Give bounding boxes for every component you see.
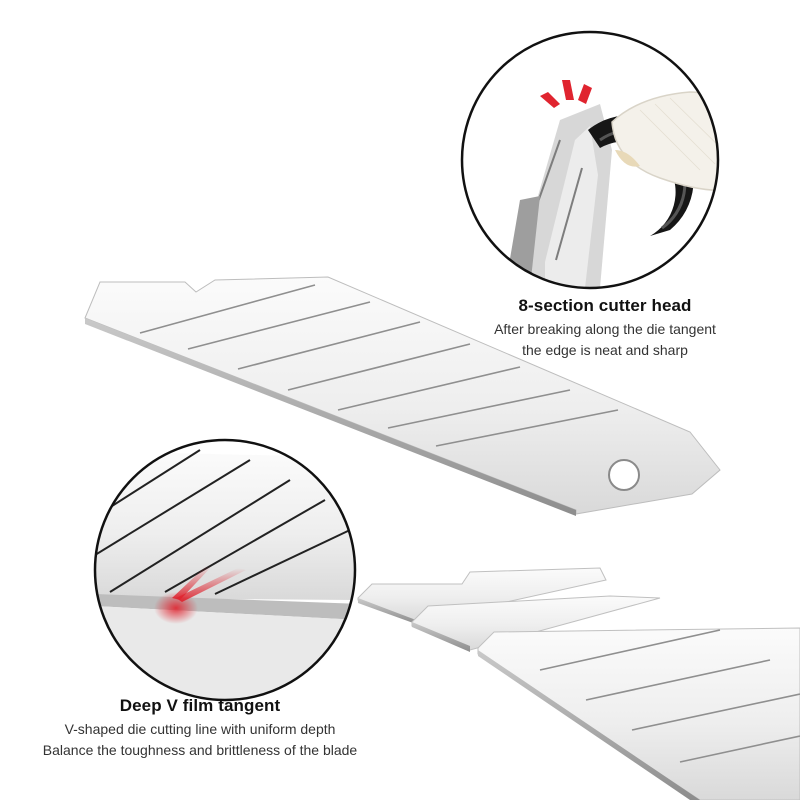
blade-hole <box>608 459 640 491</box>
detail-circle-break <box>460 30 720 290</box>
red-v-notch-icon <box>154 566 246 624</box>
caption-cutter-head: 8-section cutter head After breaking alo… <box>470 296 740 358</box>
caption-line-1: V-shaped die cutting line with uniform d… <box>64 721 336 737</box>
red-spark-marks-icon <box>540 80 592 108</box>
caption-line-2: the edge is neat and sharp <box>522 342 688 358</box>
caption-line-2: Balance the toughness and brittleness of… <box>42 742 358 758</box>
caption-v-tangent: Deep V film tangent V-shaped die cutting… <box>10 696 390 758</box>
caption-title: 8-section cutter head <box>518 296 692 315</box>
main-blade <box>84 276 721 516</box>
caption-line-1: After breaking along the die tangent <box>494 321 716 337</box>
detail-circle-v-cut <box>93 438 357 702</box>
stacked-blades <box>357 567 800 800</box>
caption-title: Deep V film tangent <box>119 696 281 715</box>
